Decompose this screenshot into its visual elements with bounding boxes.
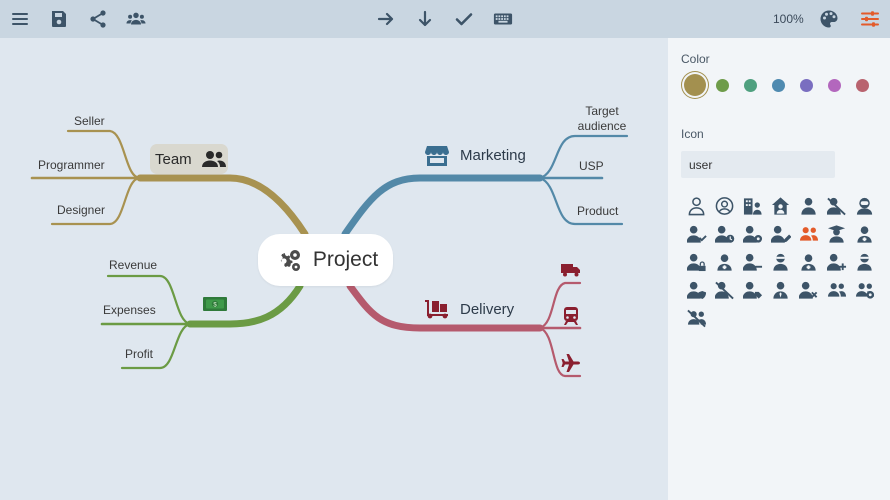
truck-icon[interactable] — [561, 263, 581, 277]
user-nurse-icon[interactable] — [795, 248, 823, 276]
users-icon[interactable] — [795, 220, 823, 248]
toolbar: 100% — [0, 0, 890, 38]
finance-child-profit[interactable]: Profit — [125, 347, 154, 361]
color-swatch-gold[interactable] — [684, 74, 706, 96]
user-outline-icon[interactable] — [683, 192, 711, 220]
marketing-child-product[interactable]: Product — [577, 204, 619, 218]
user-slash-icon[interactable] — [823, 192, 851, 220]
user-times-icon[interactable] — [795, 276, 823, 304]
finance-child-revenue[interactable]: Revenue — [109, 258, 158, 272]
root-topic[interactable]: Project — [258, 234, 393, 286]
arrow-right-icon[interactable] — [374, 7, 398, 31]
settings-sliders-icon[interactable] — [858, 7, 882, 31]
finance-child-expenses[interactable]: Expenses — [103, 303, 156, 317]
share-icon[interactable] — [86, 7, 110, 31]
svg-text:$: $ — [213, 302, 217, 308]
topic-team[interactable] — [150, 144, 228, 174]
user-cog-icon[interactable] — [739, 220, 767, 248]
mindmap-branches — [30, 129, 629, 378]
color-swatch-teal[interactable] — [744, 79, 757, 92]
dolly-icon — [425, 300, 448, 319]
store-icon — [425, 146, 449, 166]
icon-grid — [683, 192, 875, 332]
topic-marketing-label[interactable]: Marketing — [460, 147, 526, 164]
user-minus-icon[interactable] — [739, 248, 767, 276]
topic-delivery-label[interactable]: Delivery — [460, 301, 515, 318]
user-check-icon[interactable] — [683, 220, 711, 248]
marketing-child-usp[interactable]: USP — [579, 159, 604, 173]
user-home-icon[interactable] — [767, 192, 795, 220]
properties-panel: Color Icon — [668, 38, 890, 500]
topic-team-label: Team — [155, 151, 192, 168]
user-injured-icon[interactable] — [851, 220, 879, 248]
color-swatch-green[interactable] — [716, 79, 729, 92]
icon-section-title: Icon — [681, 127, 704, 141]
user-icon[interactable] — [795, 192, 823, 220]
save-icon[interactable] — [47, 7, 71, 31]
color-swatch-red[interactable] — [856, 79, 869, 92]
team-child-designer[interactable]: Designer — [57, 203, 106, 217]
users-icon — [202, 151, 226, 167]
users-slash-icon[interactable] — [683, 304, 711, 332]
root-label: Project — [312, 248, 379, 271]
menu-icon[interactable] — [8, 7, 32, 31]
group-icon[interactable] — [124, 7, 148, 31]
user-edit-icon[interactable] — [767, 220, 795, 248]
user-tie-icon[interactable] — [767, 276, 795, 304]
color-swatch-magenta[interactable] — [828, 79, 841, 92]
user-building-icon[interactable] — [739, 192, 767, 220]
money-icon[interactable]: $ — [203, 296, 227, 312]
arrow-down-icon[interactable] — [413, 7, 437, 31]
users-icon[interactable] — [823, 276, 851, 304]
palette-icon[interactable] — [817, 7, 841, 31]
team-child-seller[interactable]: Seller — [74, 114, 105, 128]
train-icon[interactable] — [563, 307, 579, 325]
user-clock-icon[interactable] — [711, 220, 739, 248]
user-lock-icon[interactable] — [683, 248, 711, 276]
user-ninja-icon[interactable] — [767, 248, 795, 276]
user-plus-icon[interactable] — [823, 248, 851, 276]
icon-search-input[interactable] — [681, 151, 835, 178]
color-swatch-blue[interactable] — [772, 79, 785, 92]
color-section-title: Color — [681, 52, 710, 66]
gears-icon — [280, 250, 300, 271]
user-doctor-icon[interactable] — [711, 248, 739, 276]
user-secret-icon[interactable] — [851, 248, 879, 276]
users-cog-icon[interactable] — [851, 276, 879, 304]
user-tag-icon[interactable] — [739, 276, 767, 304]
color-swatch-purple[interactable] — [800, 79, 813, 92]
team-child-programmer[interactable]: Programmer — [38, 158, 105, 172]
user-circle-icon[interactable] — [711, 192, 739, 220]
plane-icon[interactable] — [561, 354, 581, 372]
check-icon[interactable] — [452, 7, 476, 31]
mindmap-canvas[interactable]: Project Team Seller Programmer Designer … — [0, 38, 668, 500]
user-graduate-icon[interactable] — [823, 220, 851, 248]
user-astronaut-icon[interactable] — [851, 192, 879, 220]
user-slash-icon[interactable] — [711, 276, 739, 304]
zoom-level: 100% — [773, 12, 804, 26]
keyboard-icon[interactable] — [491, 7, 515, 31]
user-shield-icon[interactable] — [683, 276, 711, 304]
marketing-child-target-audience[interactable]: Target audience — [577, 104, 627, 133]
